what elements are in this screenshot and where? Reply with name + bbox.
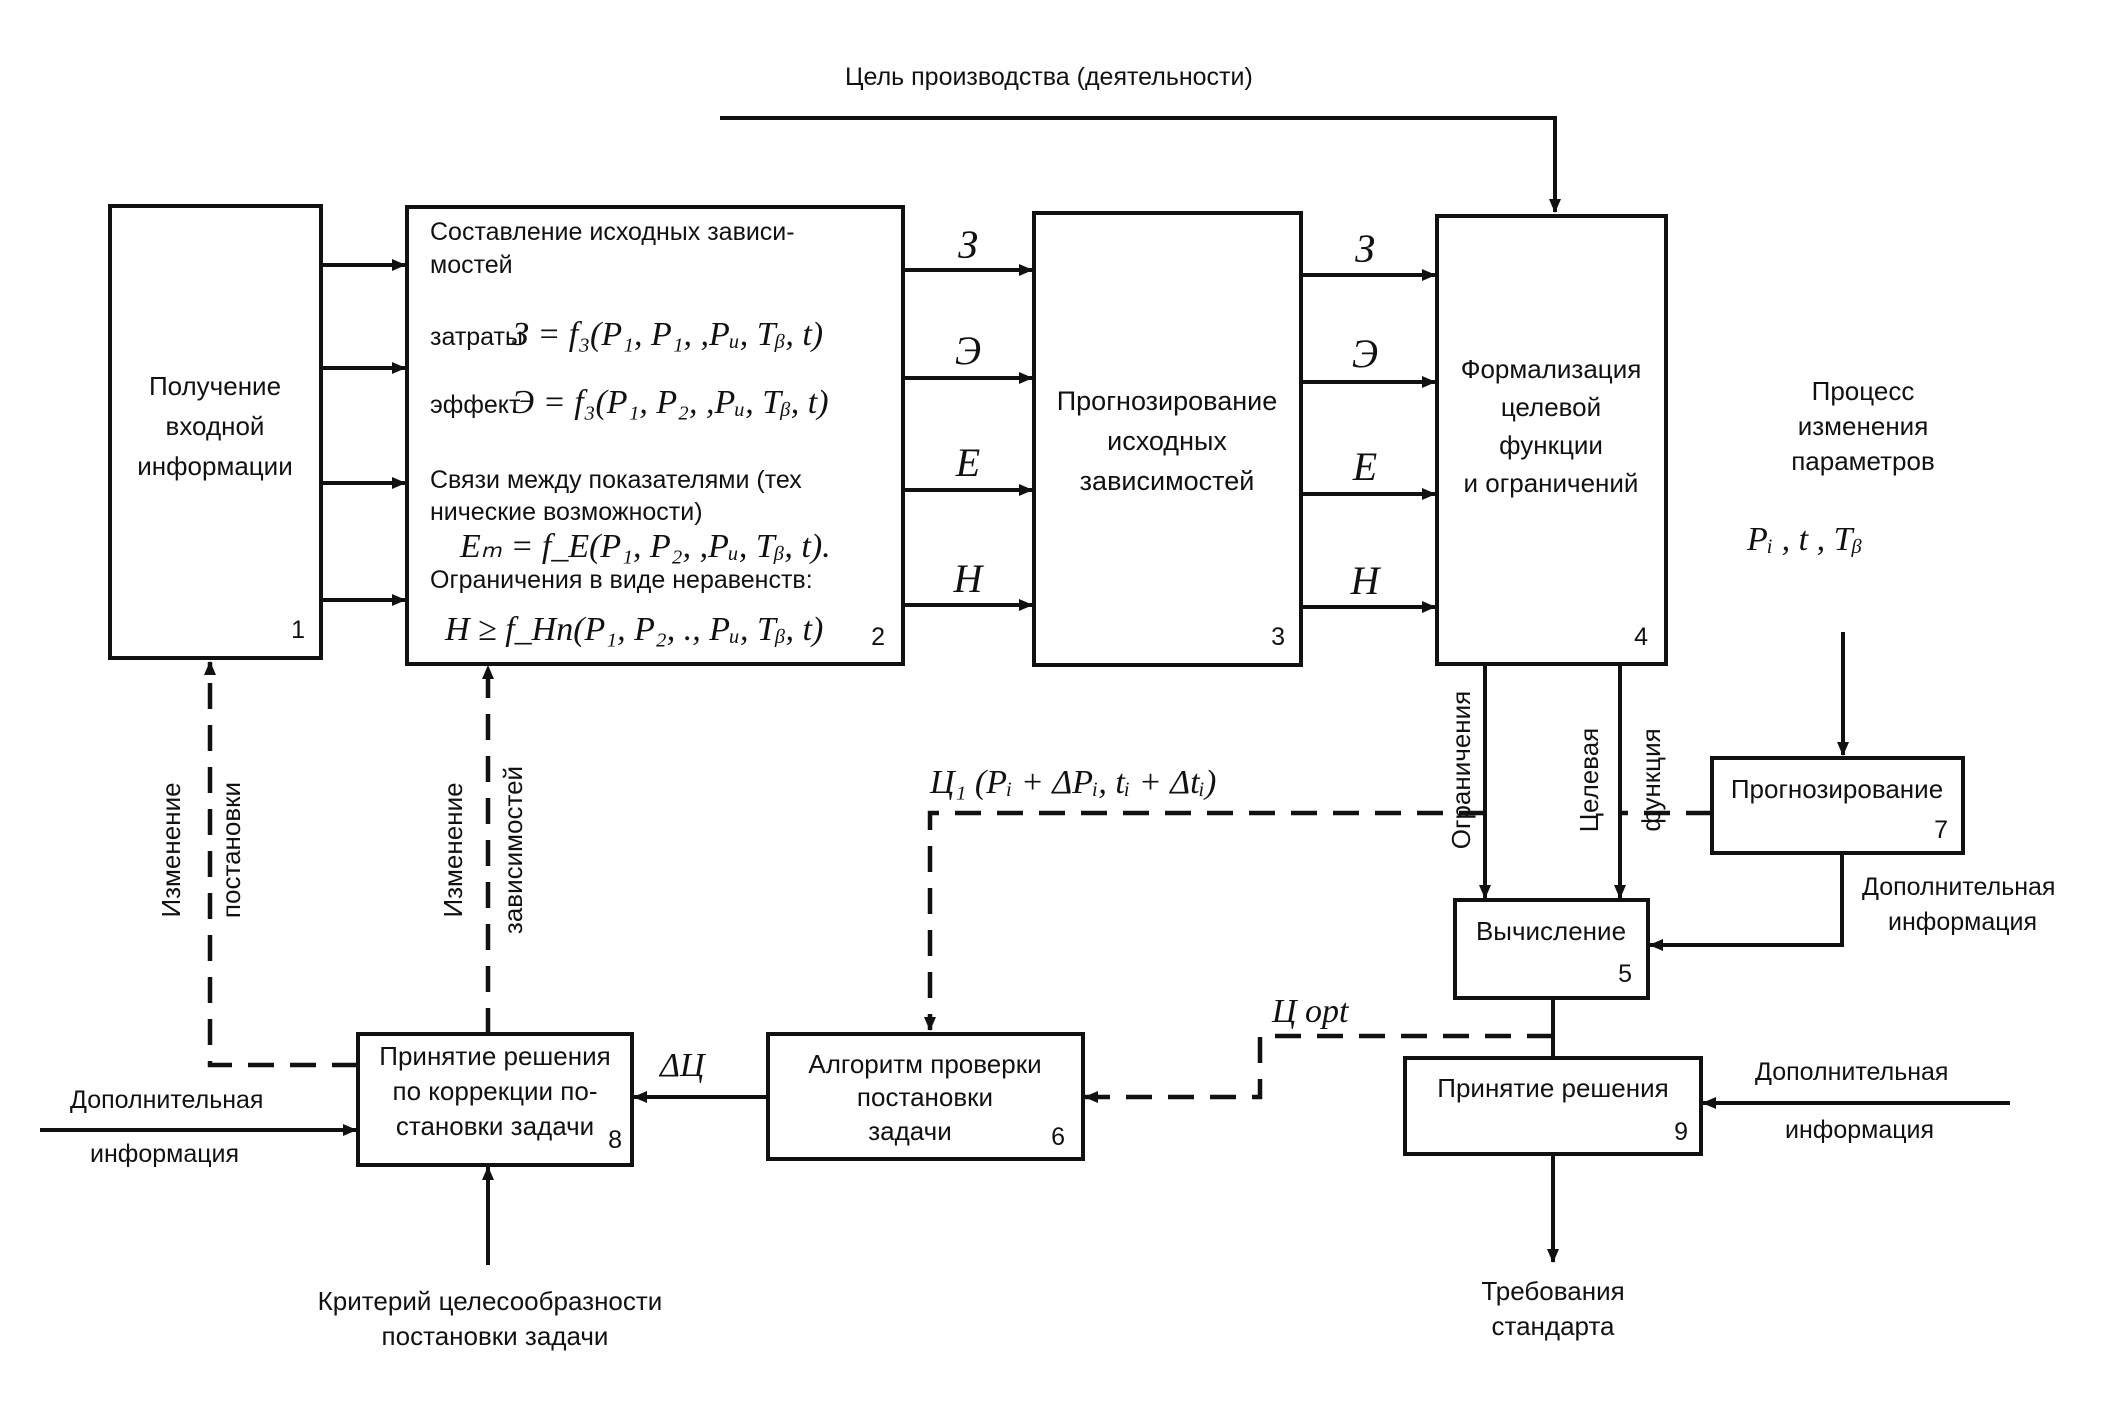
- dashed-c1-line: [924, 810, 1485, 1031]
- block-2-links-1: Связи между показателями (тех: [430, 466, 802, 494]
- label-3-4-effect: Э: [1352, 331, 1378, 376]
- block-4-line-3: функции: [1499, 430, 1603, 460]
- block-3-line-3: зависимостей: [1080, 466, 1255, 496]
- block-1-line-3: информации: [137, 451, 292, 481]
- label-target-1: Целевая: [1574, 728, 1604, 833]
- label-3-4-costs: З: [1355, 226, 1375, 271]
- block-6-line-3: задачи: [868, 1116, 952, 1146]
- block-2-dependencies: Составление исходных зависи- мостей затр…: [405, 205, 905, 666]
- block-2-links-2: нические возможности): [430, 498, 703, 526]
- label-copt: Ц opt: [1271, 993, 1350, 1030]
- standard-1: Требования: [1481, 1276, 1624, 1306]
- process-line-3: параметров: [1791, 446, 1935, 476]
- label-target-2: функция: [1636, 728, 1666, 831]
- block-2-costs-formula: З = f₃(P₁, P₁, ,Pᵤ, Tᵦ, t): [512, 316, 823, 353]
- label-change-deps-1: Изменение: [438, 782, 468, 917]
- extra-info-9-1: Дополнительная: [1755, 1058, 1948, 1086]
- block-6-line-1: Алгоритм проверки: [808, 1049, 1041, 1079]
- dashed-change-setting: [204, 661, 358, 1068]
- block-9-decision: Принятие решения 9: [1403, 1056, 1703, 1156]
- block-2-title-2: мостей: [430, 251, 513, 279]
- block-9-number: 9: [1674, 1118, 1688, 1146]
- standard-2: стандарта: [1491, 1311, 1615, 1341]
- block-6-number: 6: [1051, 1123, 1065, 1151]
- block-6-line-2: постановки: [857, 1082, 993, 1112]
- block-7-forecasting: Прогнозирование 7: [1710, 756, 1965, 855]
- block-8-line-1: Принятие решения: [379, 1041, 610, 1071]
- block-7-number: 7: [1934, 816, 1948, 844]
- block-3-forecasting: Прогнозирование исходных зависимостей 3: [1032, 211, 1303, 667]
- criterion-2: постановки задачи: [382, 1321, 609, 1351]
- block-1-input-info: Получение входной информации 1: [108, 204, 323, 660]
- label-delta-c: ΔЦ: [658, 1047, 707, 1084]
- label-2-3-effect: Э: [955, 328, 981, 373]
- block-2-constraints: Ограничения в виде неравенств:: [430, 566, 813, 594]
- block-4-formalization: Формализация целевой функции и ограничен…: [1435, 214, 1668, 666]
- extra-info-8-1: Дополнительная: [70, 1086, 263, 1114]
- block-5-number: 5: [1618, 960, 1632, 988]
- block-8-line-2: по коррекции по-: [392, 1076, 597, 1106]
- block-9-label: Принятие решения: [1437, 1073, 1668, 1103]
- label-3-4-e: E: [1352, 444, 1377, 489]
- process-line-1: Процесс: [1812, 376, 1915, 406]
- process-params: Pᵢ , t , Tᵦ: [1746, 521, 1863, 558]
- block-2-effect-formula: Э = f₃(P₁, P₂, ,Pᵤ, Tᵦ, t): [512, 384, 829, 421]
- label-change-setting-1: Изменение: [156, 782, 186, 917]
- block-7-label: Прогнозирование: [1731, 774, 1943, 804]
- block-1-number: 1: [291, 616, 305, 644]
- block-8-number: 8: [608, 1126, 622, 1154]
- block-2-number: 2: [871, 623, 885, 651]
- block-3-line-2: исходных: [1107, 426, 1227, 456]
- goal-arrow: [720, 116, 1561, 213]
- block-2-constraints-formula: H ≥ f_Hn(P₁, P₂, ., Pᵤ, Tᵦ, t): [444, 611, 823, 648]
- block-1-line-1: Получение: [149, 371, 281, 401]
- extra-info-8-2: информация: [90, 1140, 239, 1168]
- arrow-7-5: [1649, 853, 1844, 951]
- process-line-2: изменения: [1798, 411, 1929, 441]
- label-2-3-h: H: [953, 556, 985, 601]
- block-2-title-1: Составление исходных зависи-: [430, 218, 795, 246]
- block-1-line-2: входной: [166, 411, 265, 441]
- label-3-4-h: H: [1350, 558, 1382, 603]
- criterion-1: Критерий целесообразности: [318, 1286, 663, 1316]
- block-4-number: 4: [1634, 623, 1648, 651]
- block-8-correction: Принятие решения по коррекции по- станов…: [356, 1032, 634, 1167]
- label-c1: Ц₁ (Pᵢ + ΔPᵢ, tᵢ + Δtᵢ): [929, 764, 1216, 801]
- block-3-line-1: Прогнозирование: [1057, 386, 1277, 416]
- extra-info-7-1: Дополнительная: [1862, 873, 2055, 901]
- block-2-links-formula: Eₘ = f_E(P₁, P₂, ,Pᵤ, Tᵦ, t).: [459, 528, 831, 565]
- block-6-algorithm: Алгоритм проверки постановки задачи 6: [766, 1032, 1085, 1161]
- block-4-line-1: Формализация: [1461, 354, 1642, 384]
- block-2-costs-label: затраты: [430, 323, 523, 351]
- block-5-label: Вычисление: [1476, 916, 1626, 946]
- extra-info-9-2: информация: [1785, 1116, 1934, 1144]
- block-2-effect-label: эффект: [430, 391, 521, 419]
- dashed-copt-line: [1084, 1033, 1553, 1103]
- block-8-line-3: становки задачи: [396, 1111, 594, 1141]
- extra-info-7-2: информация: [1888, 908, 2037, 936]
- block-5-calculation: Вычисление 5: [1453, 898, 1650, 1000]
- label-2-3-e: E: [955, 440, 980, 485]
- block-4-line-2: целевой: [1501, 392, 1601, 422]
- label-change-setting-2: постановки: [216, 782, 246, 918]
- block-4-line-4: и ограничений: [1464, 468, 1639, 498]
- production-goal-label: Цель производства (деятельности): [845, 63, 1253, 91]
- label-restrictions: Ограничения: [1446, 691, 1476, 849]
- block-3-number: 3: [1271, 623, 1285, 651]
- label-2-3-costs: З: [958, 222, 978, 267]
- label-change-deps-2: зависимостей: [498, 766, 528, 934]
